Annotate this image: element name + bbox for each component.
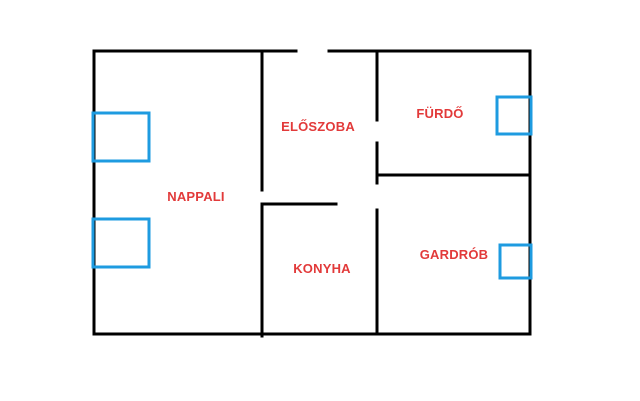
room-label-kitchen: KONYHA [293,261,351,276]
room-label-hallway: ELŐSZOBA [281,119,355,134]
room-label-wardrobe: GARDRÓB [420,247,489,262]
window-living-lower [91,217,151,269]
windows [91,95,533,280]
window-wardrobe [498,243,533,280]
room-label-bathroom: FÜRDŐ [416,106,463,121]
window-living-upper [91,111,151,163]
room-labels: NAPPALI ELŐSZOBA FÜRDŐ KONYHA GARDRÓB [167,106,488,276]
window-bathroom [495,95,533,136]
room-label-living-room: NAPPALI [167,189,225,204]
